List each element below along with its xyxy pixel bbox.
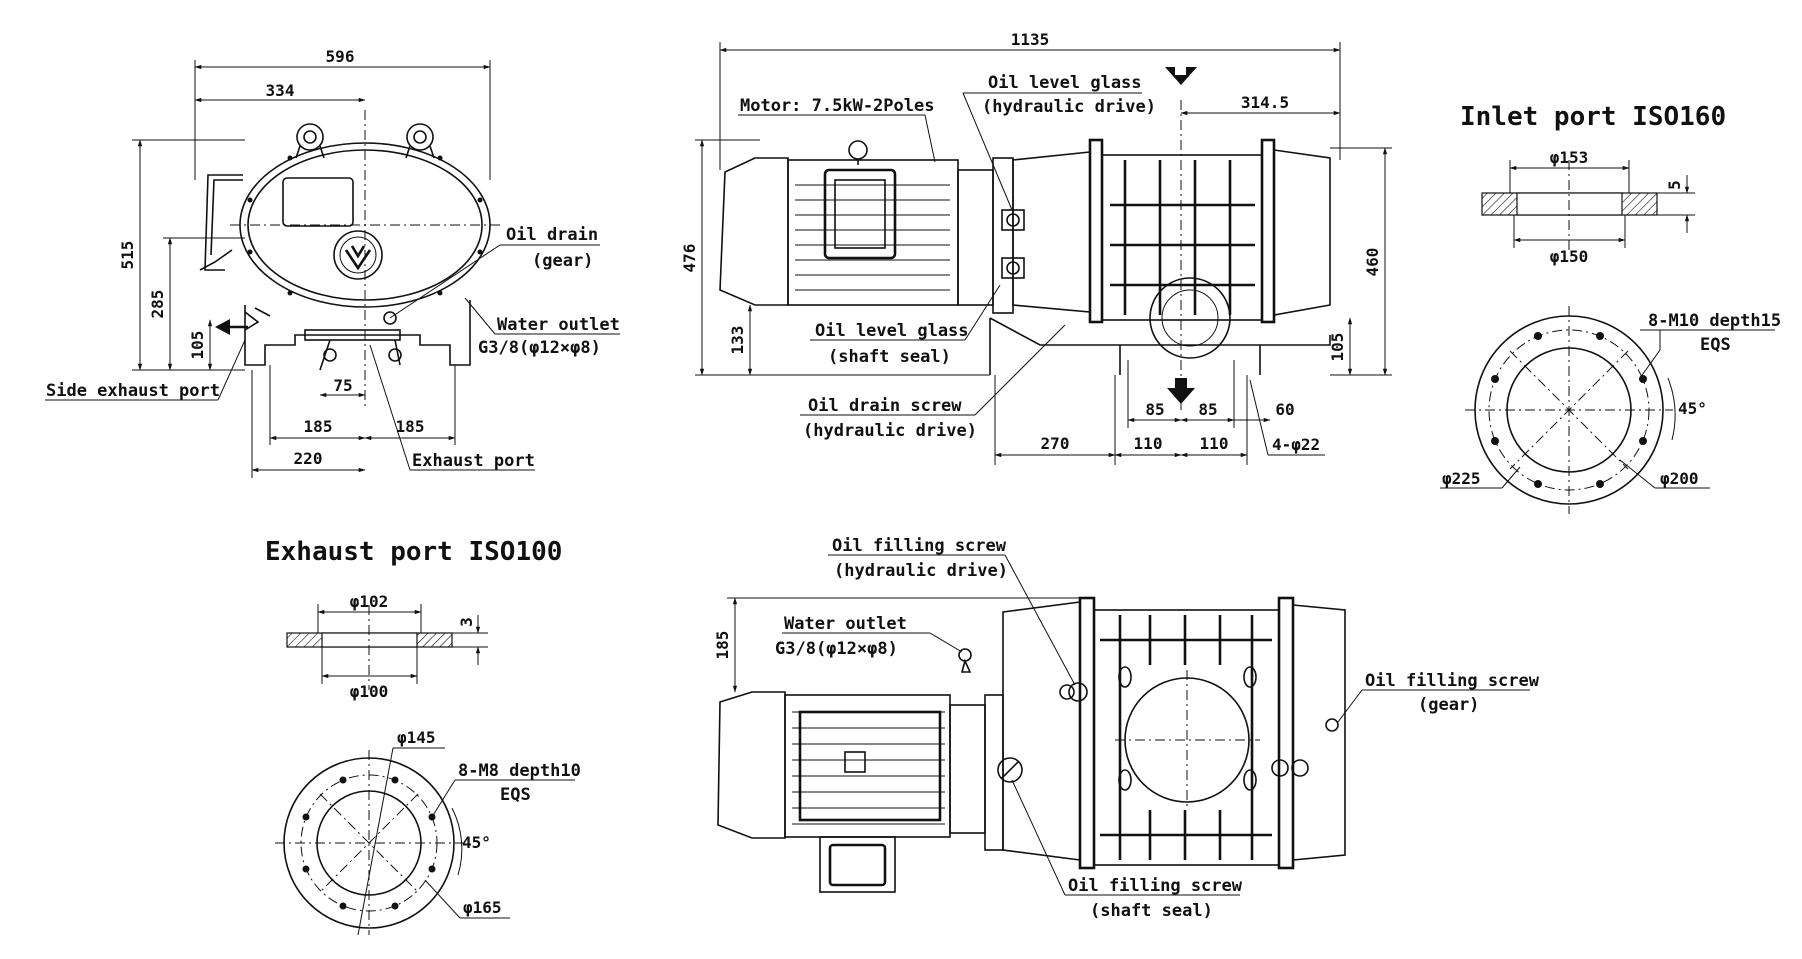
dim-phi200: φ200 — [1660, 469, 1699, 488]
dim-phi153: φ153 — [1550, 148, 1589, 167]
label-oil-drain-screw: Oil drain screw — [808, 396, 962, 416]
label-oil-level-glass-hd-sub: (hydraulic drive) — [982, 97, 1156, 117]
sight-window — [282, 177, 354, 227]
housing-bolts — [247, 155, 483, 296]
side-bracket — [204, 174, 243, 271]
label-oil-filling-hd: Oil filling screw — [832, 536, 1007, 556]
dim-phi150: φ150 — [1550, 247, 1589, 266]
dim-3: 3 — [457, 617, 476, 627]
label-water-outlet-b-spec: G3/8(φ12×φ8) — [775, 639, 898, 659]
dim-220: 220 — [294, 449, 323, 468]
dim-460: 460 — [1363, 248, 1382, 277]
lifting-eyes — [295, 123, 435, 159]
dim-515: 515 — [118, 241, 137, 270]
dim-105-right: 105 — [1328, 333, 1347, 362]
dim-270: 270 — [1041, 434, 1070, 453]
inlet-port-detail: Inlet port ISO160 φ153 φ150 5 8-M10 dept — [1440, 102, 1781, 514]
dim-133: 133 — [728, 326, 747, 355]
top-view: 185 Oil filling screw (hydraulic drive) … — [713, 536, 1540, 921]
dim-85-b: 85 — [1198, 400, 1217, 419]
dim-phi165: φ165 — [463, 898, 502, 917]
inlet-arrow — [1165, 67, 1197, 85]
dim-1135: 1135 — [1011, 30, 1050, 49]
dim-596: 596 — [326, 47, 355, 66]
dim-185-a: 185 — [304, 417, 333, 436]
label-eqs-exhaust: EQS — [500, 785, 531, 805]
dim-phi145: φ145 — [397, 728, 436, 747]
title-exhaust-port: Exhaust port ISO100 — [265, 537, 562, 567]
label-oil-filling-gear-sub: (gear) — [1418, 695, 1479, 715]
front-view: 596 334 515 285 105 75 185 185 220 Oil d… — [45, 47, 620, 478]
base-frame — [244, 300, 471, 366]
label-exhaust-port: Exhaust port — [412, 451, 535, 471]
dim-85-a: 85 — [1145, 400, 1164, 419]
dim-110-b: 110 — [1200, 434, 1229, 453]
motor-lifting-eye — [848, 140, 868, 160]
label-oil-filling-hd-sub: (hydraulic drive) — [834, 561, 1008, 581]
label-water-outlet-b: Water outlet — [784, 614, 907, 634]
label-oil-drain-screw-sub: (hydraulic drive) — [803, 421, 977, 441]
label-45-inlet: 45° — [1678, 399, 1707, 418]
label-8-m10: 8-M10 depth15 — [1648, 311, 1781, 331]
hydraulic-drive — [1012, 151, 1091, 313]
dim-75: 75 — [333, 376, 352, 395]
dim-285: 285 — [148, 290, 167, 319]
dim-phi102: φ102 — [350, 592, 389, 611]
label-water-outlet: Water outlet — [497, 315, 620, 335]
dim-phi100: φ100 — [350, 682, 389, 701]
label-oil-level-glass-ss: Oil level glass — [815, 321, 969, 341]
label-side-exhaust-port: Side exhaust port — [46, 381, 220, 401]
outlet-port — [1149, 277, 1231, 359]
label-motor: Motor: 7.5kW-2Poles — [740, 96, 934, 116]
label-45-exhaust: 45° — [462, 833, 491, 852]
dim-105-left: 105 — [188, 331, 207, 360]
motor-fan-cover — [719, 157, 789, 306]
dim-314-5: 314.5 — [1241, 93, 1289, 112]
dim-4-phi22: 4-φ22 — [1272, 435, 1320, 454]
label-8-m8: 8-M8 depth10 — [458, 761, 581, 781]
inlet-bolt-holes — [1491, 332, 1647, 488]
dim-110-a: 110 — [1134, 434, 1163, 453]
dim-185-b: 185 — [396, 417, 425, 436]
label-oil-filling-ss-sub: (shaft seal) — [1090, 901, 1213, 921]
label-oil-filling-gear: Oil filling screw — [1365, 671, 1540, 691]
shaft-cover — [333, 230, 383, 280]
title-inlet-port: Inlet port ISO160 — [1460, 102, 1726, 132]
motor-body — [787, 159, 959, 306]
dim-476: 476 — [680, 244, 699, 273]
label-eqs-inlet: EQS — [1700, 335, 1731, 355]
label-oil-drain-gear: (gear) — [532, 251, 593, 271]
dim-334: 334 — [266, 81, 295, 100]
dim-60: 60 — [1275, 400, 1294, 419]
label-oil-filling-ss: Oil filling screw — [1068, 876, 1243, 896]
side-base — [989, 317, 1331, 375]
dim-phi225: φ225 — [1442, 469, 1481, 488]
side-view: 1135 314.5 476 133 460 105 85 85 60 — [680, 30, 1392, 465]
dim-185-top: 185 — [713, 631, 732, 660]
label-oil-level-glass-ss-sub: (shaft seal) — [828, 347, 951, 367]
label-oil-level-glass-hd: Oil level glass — [988, 73, 1142, 93]
terminal-box — [823, 168, 897, 260]
dim-5: 5 — [1665, 180, 1684, 190]
exhaust-port-detail: Exhaust port ISO100 φ102 φ100 3 φ145 — [265, 537, 581, 936]
label-oil-drain: Oil drain — [506, 225, 598, 245]
label-water-outlet-spec: G3/8(φ12×φ8) — [478, 338, 601, 358]
